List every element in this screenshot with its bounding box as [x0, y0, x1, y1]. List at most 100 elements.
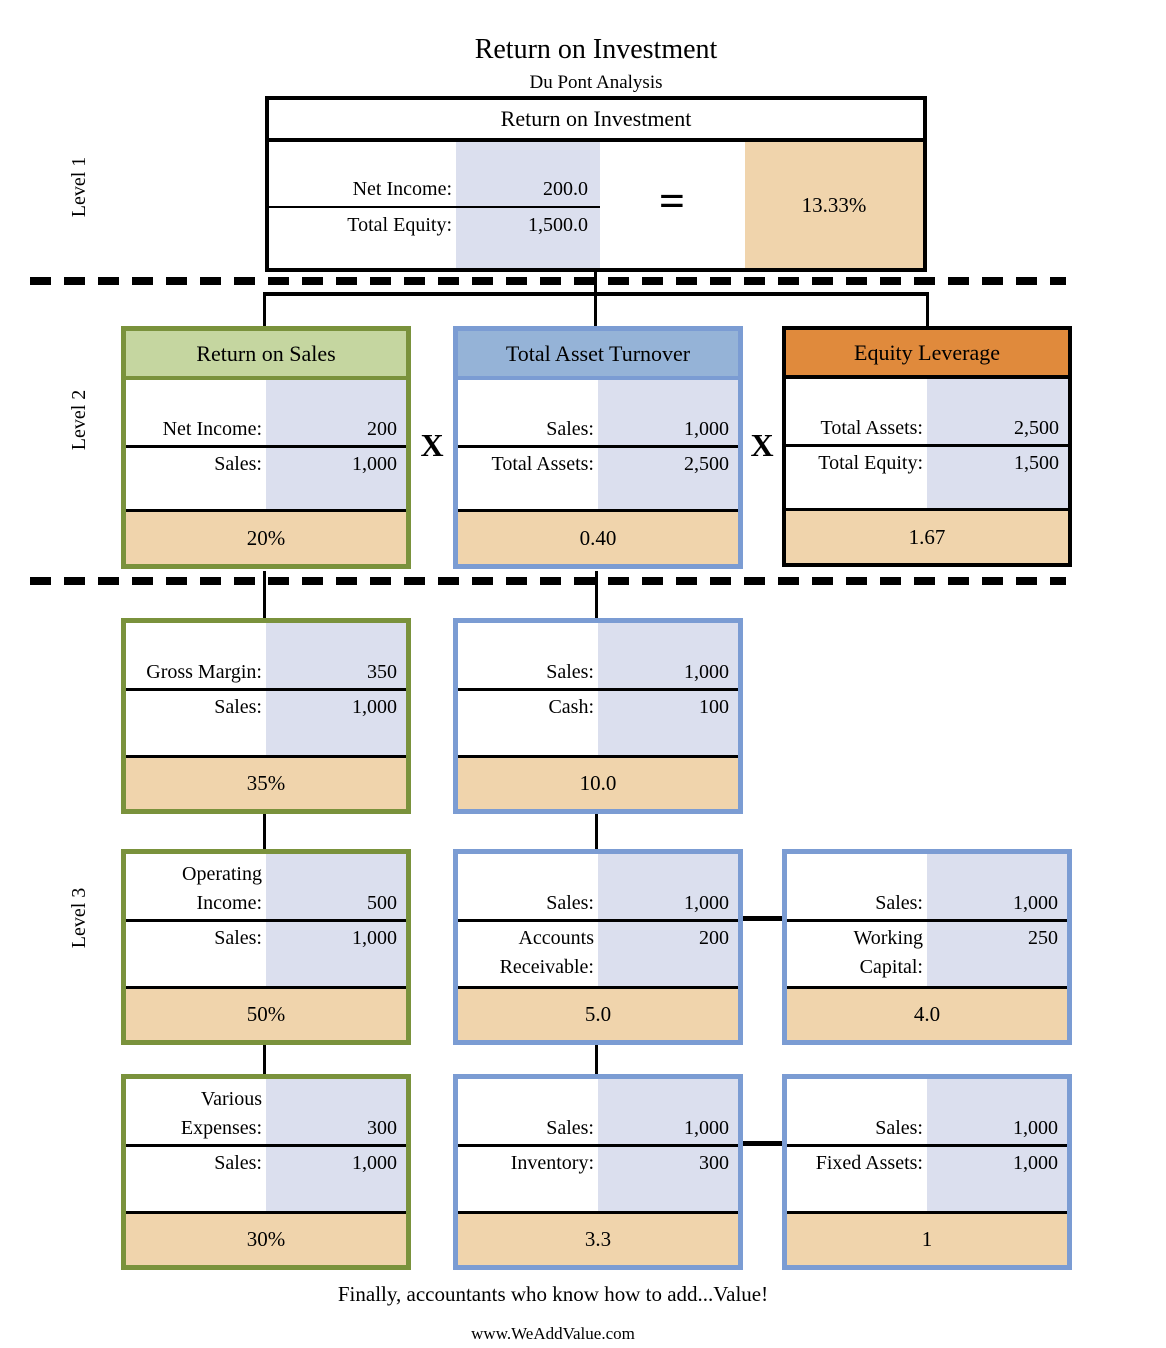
numerator-value: 1,000 [684, 418, 729, 440]
box-header: Equity Leverage [786, 330, 1068, 379]
numerator-label: Sales: [875, 1117, 923, 1139]
box-return-on-investment: Return on Investment Net Income: 200.0 T… [265, 96, 927, 272]
denominator-label: Total Equity: [347, 214, 452, 236]
denominator-label: Fixed Assets: [815, 1152, 923, 1174]
numerator-label: Sales: [546, 661, 594, 683]
numerator-label: Net Income: [162, 418, 262, 440]
numerator-value: 2,500 [1014, 417, 1059, 439]
numerator-label: Sales: [546, 892, 594, 914]
fraction-body: Sales: 1,000 Fixed Assets: 1,000 [787, 1079, 1067, 1211]
denominator-value: 300 [699, 1152, 729, 1174]
fraction-line [126, 445, 406, 448]
dashed-divider-level2-3 [30, 577, 1066, 585]
roi-box-body: Net Income: 200.0 Total Equity: 1,500.0 … [269, 142, 923, 268]
denominator-value: 200 [699, 927, 729, 949]
denominator-label: Sales: [214, 1152, 262, 1174]
numerator-value: 350 [367, 661, 397, 683]
shaded-column [266, 380, 406, 509]
connector-ros-to-grossmargin [263, 571, 266, 618]
denominator-label: Sales: [214, 927, 262, 949]
fraction-line [458, 1144, 738, 1147]
numerator-value: 500 [367, 892, 397, 914]
denominator-value: 250 [1028, 927, 1058, 949]
level-1-label: Level 1 [68, 156, 90, 218]
level-2-label: Level 2 [68, 389, 90, 451]
denominator-label: Sales: [214, 453, 262, 475]
fraction-line [458, 445, 738, 448]
box-cash-turnover-ratio: Sales: 1,000 Cash: 100 10.0 [453, 618, 743, 814]
multiply-sign-1: X [420, 427, 444, 463]
result-band: 10.0 [458, 755, 738, 809]
box-working-capital-turnover-ratio: Sales: 1,000 Working 250 Capital: [782, 849, 1072, 1045]
box-total-asset-turnover: Total Asset Turnover Sales: 1,000 Total … [453, 326, 743, 569]
numerator-label: Sales: [546, 1117, 594, 1139]
denominator-label: Total Equity: [818, 452, 923, 474]
denominator-label: Accounts [518, 927, 594, 949]
dashed-divider-level1-2 [30, 277, 1066, 285]
denominator-value: 1,500.0 [528, 214, 588, 236]
result-band: 20% [126, 509, 406, 564]
connector-operating-to-various [263, 1045, 266, 1074]
denominator-value: 1,000 [1013, 1152, 1058, 1174]
numerator-value [266, 1085, 406, 1114]
numerator-value: 300 [367, 1117, 397, 1139]
connector-cash-to-receivable [595, 814, 598, 849]
numerator-label: Operating [182, 863, 262, 885]
denominator-value [598, 953, 738, 982]
fraction-body: Operating Income: 500 Sales: 1,000 [126, 854, 406, 986]
result-band: 5.0 [458, 986, 738, 1040]
numerator-value: 1,000 [684, 1117, 729, 1139]
denominator-label: Sales: [214, 696, 262, 718]
box-return-on-sales: Return on Sales Net Income: 200 Sales: 1… [121, 326, 411, 569]
denominator-value: 2,500 [684, 453, 729, 475]
numerator-value: 1,000 [684, 892, 729, 914]
connector-tat-to-cash [595, 571, 598, 618]
fraction-body: Gross Margin: 350 Sales: 1,000 [126, 623, 406, 755]
box-header: Return on Sales [126, 331, 406, 380]
fraction-line [458, 919, 738, 922]
numerator-label: Sales: [546, 418, 594, 440]
fraction-body: Sales: 1,000 Accounts 200 Receivable: [458, 854, 738, 986]
denominator-label: Cash: [548, 696, 594, 718]
numerator-value [266, 860, 406, 889]
box-operating-margin-ratio: Operating Income: 500 Sales: 1,000 [121, 849, 411, 1045]
result-band: 3.3 [458, 1211, 738, 1265]
page-subtitle: Du Pont Analysis [529, 72, 663, 93]
footer-website: www.WeAddValue.com [471, 1324, 635, 1343]
fraction-line [786, 444, 1068, 447]
fraction-body: Various Expenses: 300 Sales: 1,000 [126, 1079, 406, 1211]
box-header: Total Asset Turnover [458, 331, 738, 380]
denominator-label: Total Assets: [491, 453, 595, 475]
numerator-label: Net Income: [352, 178, 452, 200]
fraction-line [126, 919, 406, 922]
numerator-value: 200 [367, 418, 397, 440]
numerator-label: Expenses: [180, 1117, 262, 1139]
box-various-expenses-ratio: Various Expenses: 300 Sales: 1,000 [121, 1074, 411, 1270]
result-band: 4.0 [787, 986, 1067, 1040]
numerator-label: Gross Margin: [146, 661, 262, 683]
denominator-value: 1,500 [1014, 452, 1059, 474]
fraction-body: Sales: 1,000 Total Assets: 2,500 [458, 380, 738, 509]
equals-sign: = [658, 175, 686, 226]
box-inventory-turnover-ratio: Sales: 1,000 Inventory: 300 3.3 [453, 1074, 743, 1270]
connector-inventory-to-fixedassets [713, 1141, 801, 1146]
result-band: 0.40 [458, 509, 738, 564]
numerator-value: 1,000 [684, 661, 729, 683]
fraction-line [787, 1144, 1067, 1147]
fraction-body: Net Income: 200 Sales: 1,000 [126, 380, 406, 509]
fraction-line [787, 919, 1067, 922]
box-receivables-turnover-ratio: Sales: 1,000 Accounts 200 Receivable: [453, 849, 743, 1045]
shaded-column [927, 379, 1068, 508]
denominator-value: 100 [699, 696, 729, 718]
numerator-value: 1,000 [1013, 892, 1058, 914]
connector-l1-to-l2 [594, 272, 597, 326]
numerator-value: 200.0 [543, 178, 588, 200]
denominator-value: 1,000 [352, 927, 397, 949]
result-band: 1.67 [786, 508, 1068, 563]
numerator-label: Sales: [875, 892, 923, 914]
fraction-line [458, 688, 738, 691]
result-band: 50% [126, 986, 406, 1040]
result-band: 30% [126, 1211, 406, 1265]
roi-box-header: Return on Investment [269, 100, 923, 142]
footer-tagline: Finally, accountants who know how to add… [337, 1282, 769, 1306]
